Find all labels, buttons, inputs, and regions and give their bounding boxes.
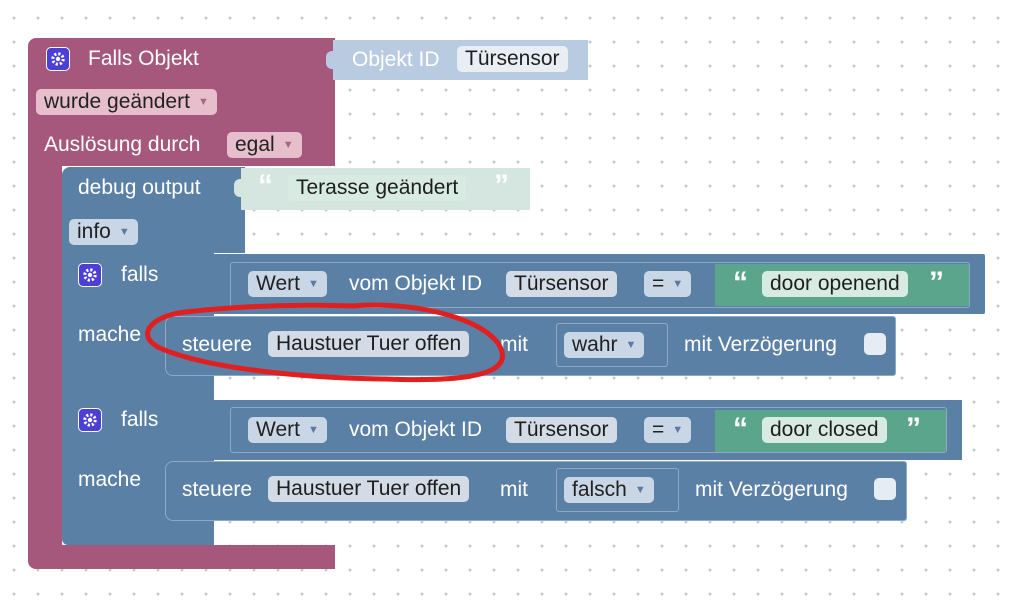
with-label: mit [500, 333, 528, 356]
trigger-block-spine[interactable] [28, 160, 62, 550]
object-id-field[interactable]: Türsensor [457, 46, 568, 72]
operator-label: = [652, 272, 665, 295]
chevron-down-icon: ▼ [118, 226, 130, 238]
chevron-down-icon: ▼ [672, 278, 684, 290]
object-id-field[interactable]: Türsensor [506, 271, 617, 297]
with-label: mit [500, 478, 528, 501]
condition-dropdown[interactable]: wurde geändert ▼ [36, 89, 217, 115]
compare-block-1[interactable] [230, 262, 970, 308]
value-dropdown[interactable]: Wert ▼ [248, 417, 327, 443]
from-object-label: vom Objekt ID [349, 418, 483, 441]
if-label: falls [121, 263, 159, 286]
object-id-label: Objekt ID [352, 48, 440, 71]
if-label: falls [121, 408, 159, 431]
bool-value-dropdown[interactable]: wahr ▼ [564, 332, 645, 358]
checkbox-icon[interactable] [864, 333, 886, 355]
target-object-field[interactable]: Haustuer Tuer offen [268, 476, 470, 502]
delay-label: mit Verzögerung [695, 478, 848, 501]
gear-icon[interactable] [78, 408, 102, 432]
object-id-connector [326, 51, 334, 69]
trigger-type-label: Auslösung durch [44, 133, 201, 156]
debug-level-dropdown[interactable]: info ▼ [69, 219, 138, 245]
quote-close-icon: ” [494, 169, 509, 202]
gear-icon[interactable] [78, 263, 102, 287]
gear-icon[interactable] [46, 47, 70, 71]
debug-level-label: info [77, 220, 111, 243]
target-object-field[interactable]: Haustuer Tuer offen [268, 331, 470, 357]
compare-block-2[interactable] [230, 407, 947, 453]
compare-text-field[interactable]: door closed [762, 417, 887, 443]
bool-value-dropdown[interactable]: falsch ▼ [564, 477, 654, 503]
value-input-block[interactable] [556, 323, 668, 367]
chevron-down-icon: ▼ [282, 139, 294, 151]
chevron-down-icon: ▼ [634, 484, 646, 496]
from-object-label: vom Objekt ID [349, 272, 483, 295]
checkbox-icon[interactable] [874, 478, 896, 500]
operator-label: = [652, 418, 665, 441]
trigger-type-dropdown-label: egal [235, 133, 275, 156]
debug-label: debug output [78, 176, 201, 199]
do-label: mache [78, 468, 142, 491]
quote-open-icon: “ [733, 266, 748, 299]
compare-text-field[interactable]: door openend [762, 271, 908, 297]
condition-dropdown-label: wurde geändert [44, 90, 190, 113]
debug-text-field[interactable]: Terasse geändert [288, 175, 467, 201]
quote-open-icon: “ [733, 412, 748, 445]
bool-value-label: wahr [572, 333, 618, 356]
trigger-type-dropdown[interactable]: egal ▼ [227, 132, 302, 158]
chevron-down-icon: ▼ [197, 96, 209, 108]
bool-value-label: falsch [572, 478, 627, 501]
operator-dropdown[interactable]: = ▼ [644, 271, 692, 297]
chevron-down-icon: ▼ [625, 339, 637, 351]
quote-close-icon: ” [906, 412, 921, 445]
quote-open-icon: “ [258, 169, 273, 202]
control-label: steuere [182, 333, 253, 356]
object-id-field[interactable]: Türsensor [506, 417, 617, 443]
value-dropdown-label: Wert [256, 418, 300, 441]
value-dropdown[interactable]: Wert ▼ [248, 271, 327, 297]
control-label: steuere [182, 478, 253, 501]
quote-close-icon: ” [929, 266, 944, 299]
delay-label: mit Verzögerung [684, 333, 837, 356]
chevron-down-icon: ▼ [307, 424, 319, 436]
operator-dropdown[interactable]: = ▼ [644, 417, 692, 443]
value-dropdown-label: Wert [256, 272, 300, 295]
chevron-down-icon: ▼ [307, 278, 319, 290]
chevron-down-icon: ▼ [672, 424, 684, 436]
do-label: mache [78, 323, 142, 346]
trigger-title: Falls Objekt [88, 47, 199, 70]
trigger-block-footer[interactable] [28, 545, 335, 569]
debug-text-connector [234, 179, 242, 197]
value-input-block[interactable] [556, 468, 679, 512]
